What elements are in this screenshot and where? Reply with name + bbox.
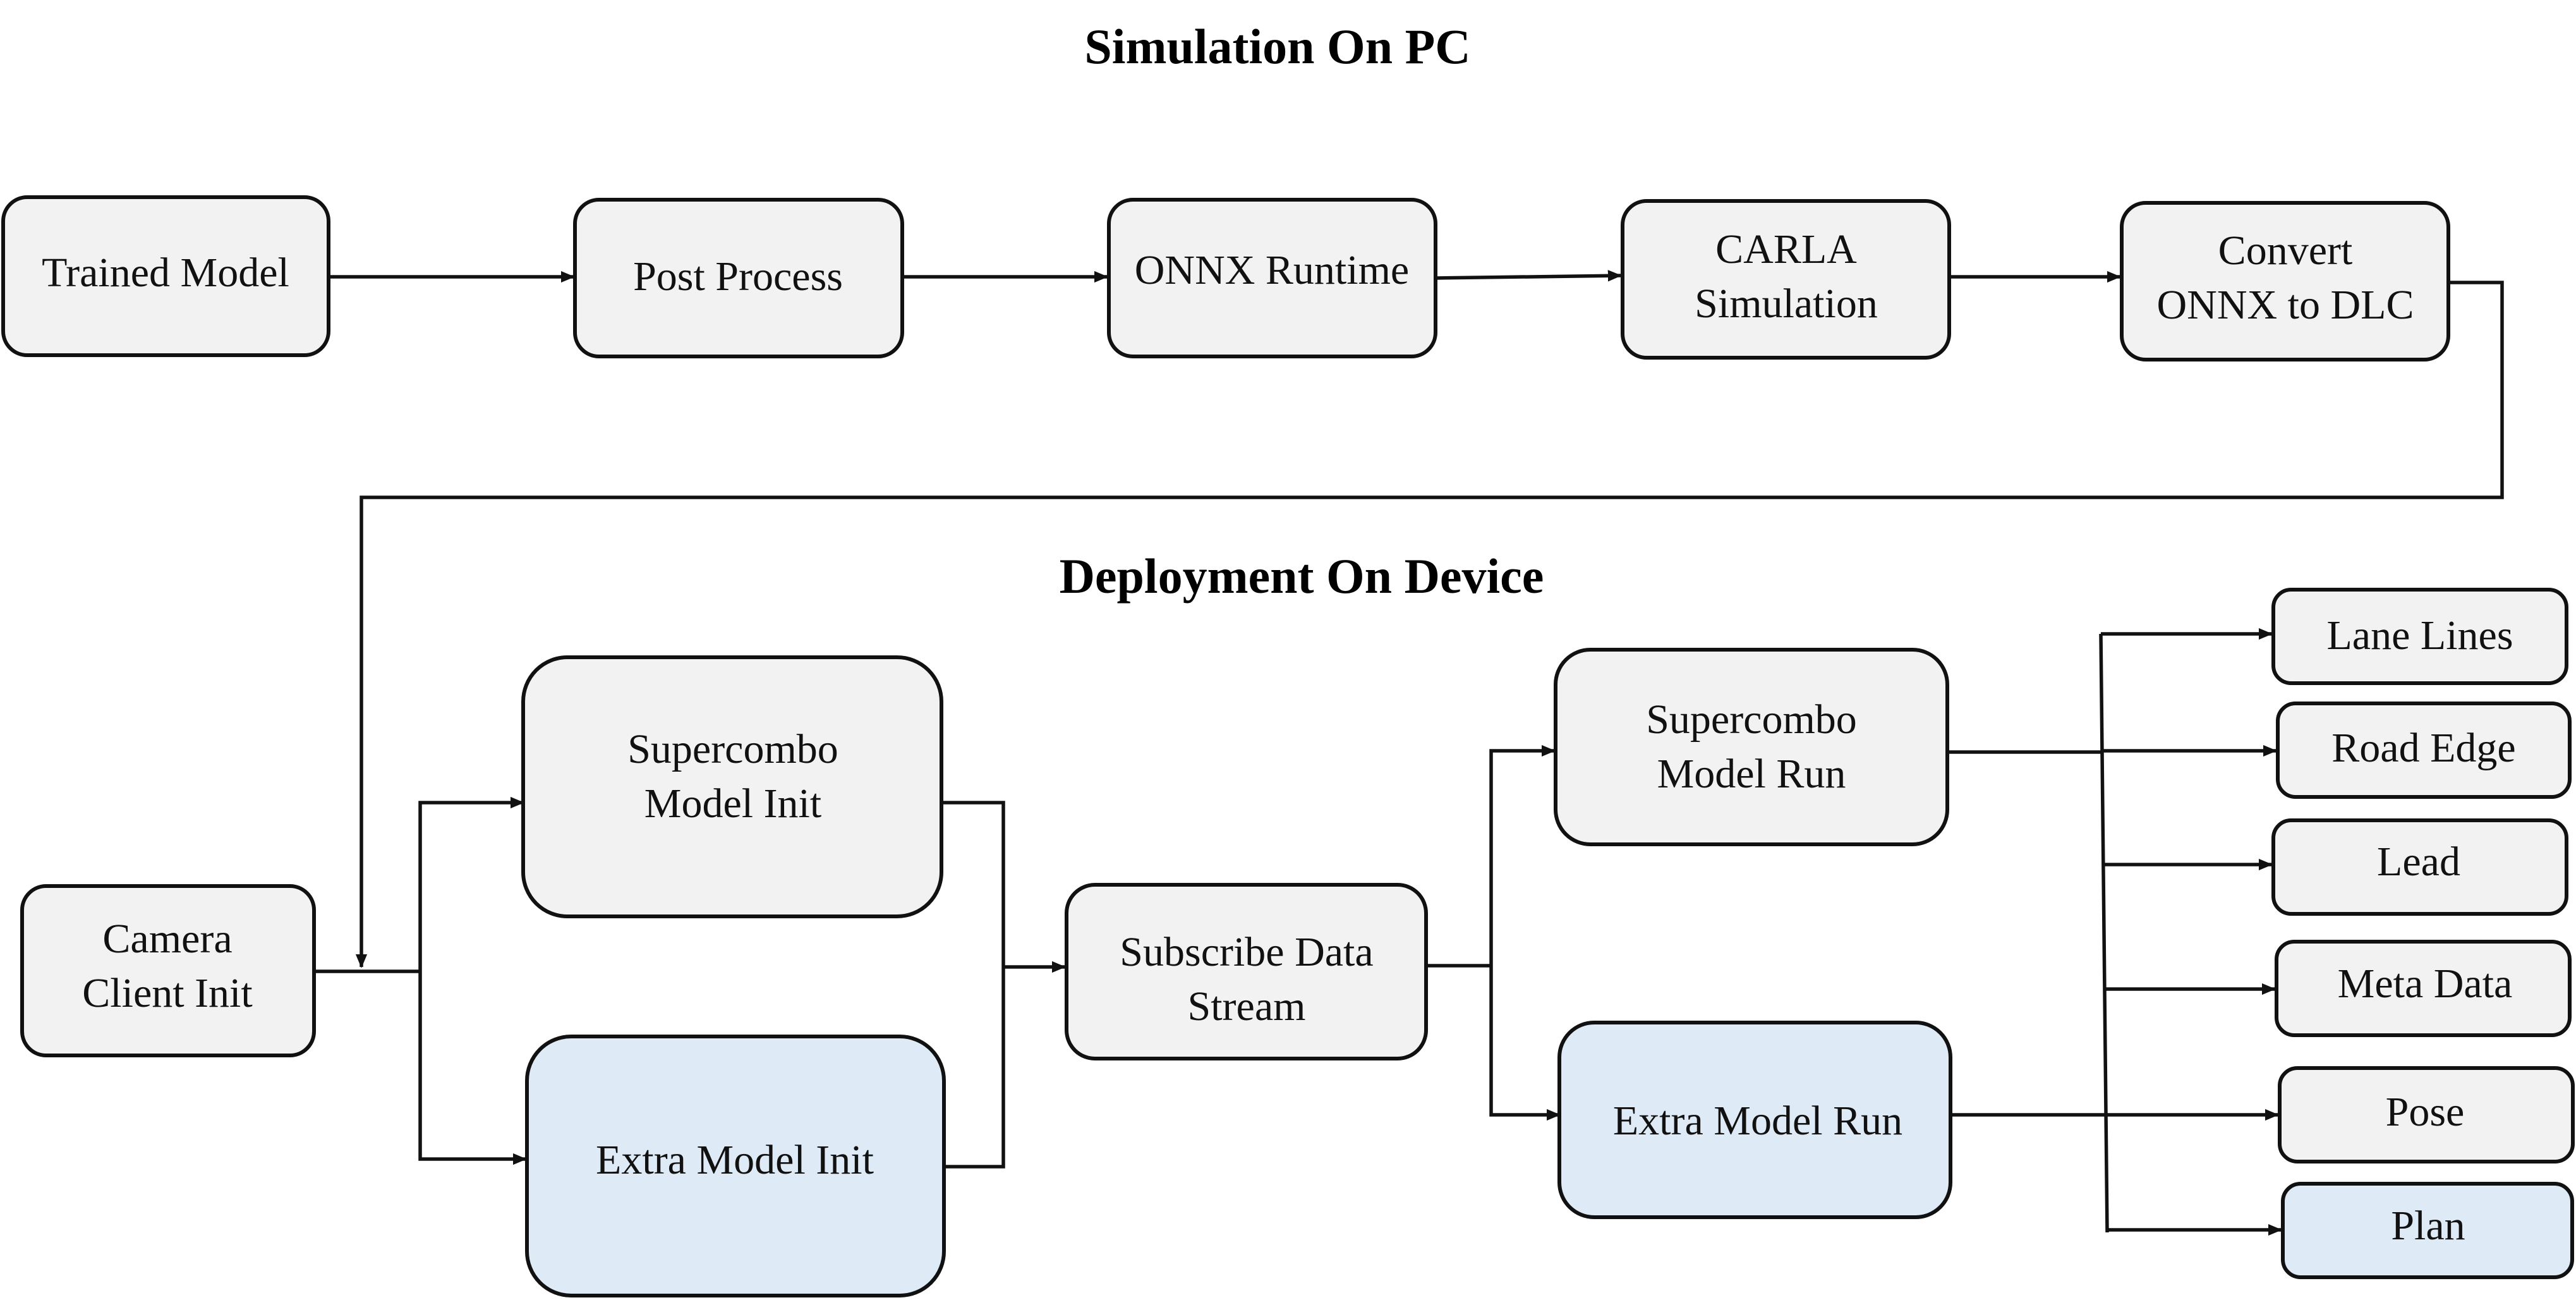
onnx-runtime-label-line: ONNX Runtime: [1135, 247, 1409, 293]
supercombo-model-init-label-line: Model Init: [644, 781, 821, 827]
supercombo-model-run-label-line: Supercombo: [1646, 696, 1857, 743]
trained-model-label-line: Trained Model: [42, 250, 289, 296]
edge-convert-to-camera: [355, 281, 2504, 968]
node-extra-model-init: Extra Model Init: [525, 1035, 946, 1297]
node-lead: Lead: [2271, 818, 2568, 916]
edge-supercombo-init-out: [941, 801, 1005, 1169]
edge-subscribe-to-supercombo-run: [1489, 744, 1556, 966]
lead-label-line: Lead: [2377, 839, 2460, 885]
convert-onnx-dlc-label-line: Convert: [2218, 228, 2353, 274]
node-meta-data: Meta Data: [2275, 940, 2572, 1037]
subscribe-data-stream-label-line: Stream: [1188, 983, 1306, 1030]
deployment-title: Deployment On Device: [1060, 549, 1544, 604]
edge-camera-to-supercombo-init: [418, 796, 524, 971]
plan-label-line: Plan: [2391, 1203, 2465, 1249]
extra-model-init-label-line: Extra Model Init: [596, 1137, 874, 1183]
node-post-process: Post Process: [573, 198, 904, 358]
post-process-label-line: Post Process: [633, 253, 843, 300]
road-edge-label-line: Road Edge: [2331, 725, 2515, 771]
supercombo-model-init-label-line: Supercombo: [627, 726, 838, 772]
node-extra-model-run: Extra Model Run: [1557, 1021, 1952, 1219]
node-onnx-runtime: ONNX Runtime: [1107, 198, 1437, 358]
node-road-edge: Road Edge: [2276, 702, 2572, 799]
meta-data-label-line: Meta Data: [2338, 961, 2513, 1007]
node-trained-model: Trained Model: [1, 195, 330, 357]
node-plan: Plan: [2281, 1182, 2574, 1279]
edges: [314, 270, 2504, 1236]
edge-output-bus: [2099, 633, 2109, 1233]
node-lane-lines: Lane Lines: [2271, 588, 2568, 685]
node-pose: Pose: [2278, 1066, 2575, 1163]
carla-simulation-label-line: Simulation: [1695, 281, 1878, 327]
simulation-title: Simulation On PC: [1084, 19, 1470, 74]
node-carla-simulation: CARLA Simulation: [1621, 199, 1951, 360]
carla-simulation-label-line: CARLA: [1715, 226, 1857, 272]
pose-label-line: Pose: [2386, 1089, 2465, 1135]
subscribe-data-stream-label-line: Subscribe Data: [1120, 929, 1373, 975]
camera-client-init-label-line: Camera: [102, 916, 232, 962]
extra-model-run-label-line: Extra Model Run: [1613, 1098, 1902, 1144]
camera-client-init-label-line: Client Init: [82, 970, 252, 1016]
convert-onnx-dlc-label-line: ONNX to DLC: [2157, 282, 2414, 328]
supercombo-model-run-label-line: Model Run: [1657, 751, 1846, 797]
edge-onnx-to-carla: [1435, 270, 1622, 282]
nodes: Trained Model Post Process ONNX Runtime …: [1, 195, 2575, 1297]
edge-subscribe-to-extra-run: [1489, 966, 1561, 1121]
edge-camera-to-extra-init: [418, 971, 527, 1165]
lane-lines-label-line: Lane Lines: [2326, 612, 2513, 659]
